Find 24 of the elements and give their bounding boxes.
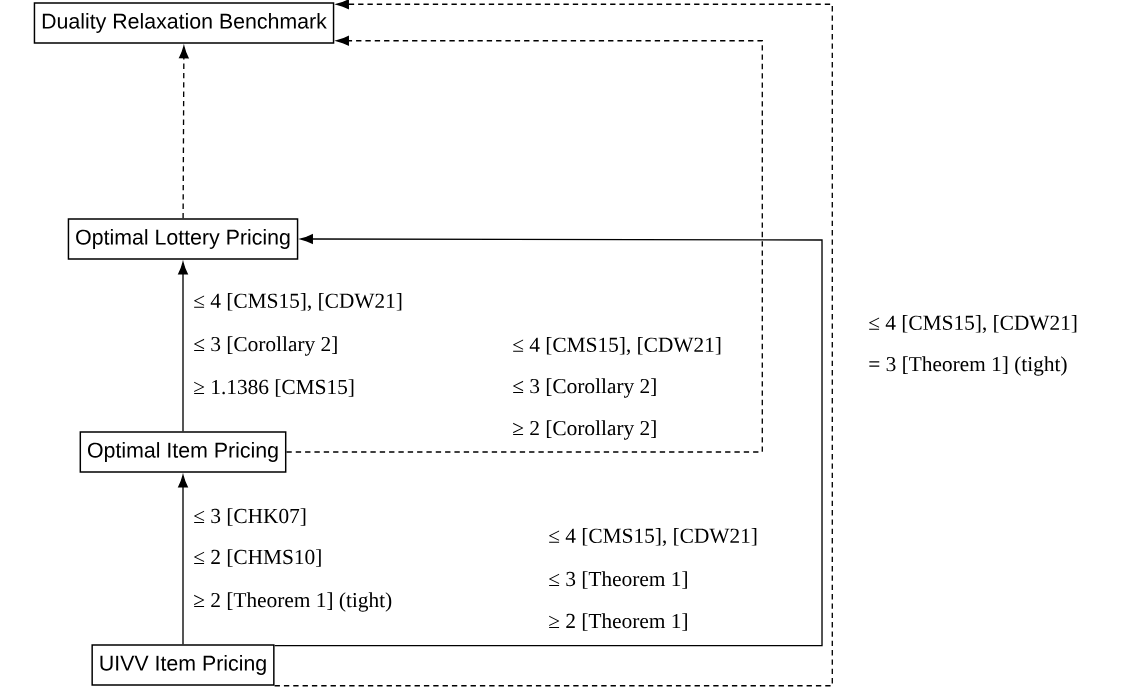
arrow — [273, 0, 833, 687]
process-box: Duality Relaxation Benchmark — [33, 2, 335, 44]
process-box: UIVV Item Pricing — [91, 644, 275, 686]
bound-label: ≤ 3 [Theorem 1] — [549, 571, 687, 589]
process-box: Optimal Lottery Pricing — [67, 218, 299, 260]
bound-label: ≤ 4 [CMS15], [CDW21] — [513, 336, 721, 356]
bound-label: ≥ 2 [Theorem 1] (tight) — [194, 592, 392, 612]
arrow — [178, 261, 188, 432]
bound-label: ≤ 3 [Corollary 2] — [194, 336, 337, 356]
bound-label: ≤ 4 [CMS15], [CDW21] — [549, 527, 757, 547]
bound-label: = 3 [Theorem 1] (tight) — [869, 356, 1067, 376]
bound-label: ≤ 3 [Corollary 2] — [513, 378, 656, 398]
process-box: Optimal Item Pricing — [79, 431, 287, 473]
arrow — [285, 35, 763, 453]
arrow — [179, 45, 189, 219]
bound-label: ≤ 4 [CMS15], [CDW21] — [869, 314, 1077, 334]
bound-label: ≤ 2 [CHMS10] — [194, 549, 321, 567]
bound-label: ≥ 1.1386 [CMS15] — [194, 379, 354, 397]
arrow — [273, 234, 823, 647]
arrow — [178, 474, 188, 645]
bound-label: ≥ 2 [Corollary 2] — [513, 420, 656, 440]
bound-label: ≤ 4 [CMS15], [CDW21] — [194, 292, 402, 312]
bound-label: ≥ 2 [Theorem 1] — [549, 613, 687, 631]
bound-label: ≤ 3 [CHK07] — [194, 508, 306, 526]
